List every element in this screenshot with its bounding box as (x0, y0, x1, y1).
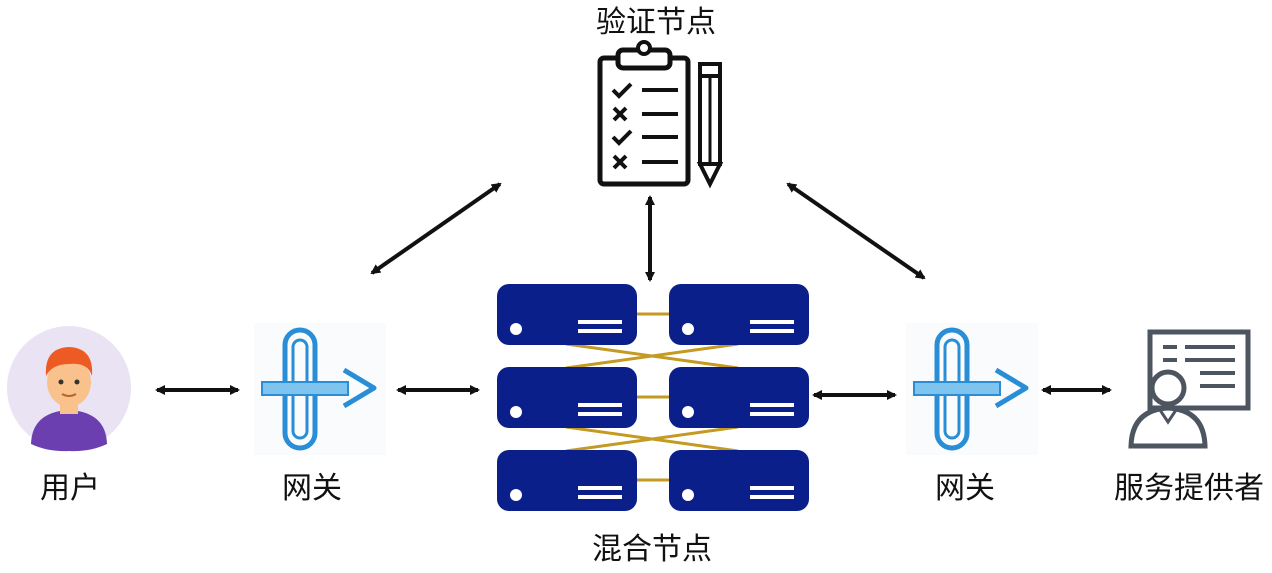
arrow-verifier-gateway-right (786, 182, 926, 280)
server-icon (497, 450, 637, 511)
verifier-node-label: 验证节点 (596, 5, 716, 40)
server-icon (669, 367, 809, 428)
server-icon (669, 450, 809, 511)
mix-node-label: 混合节点 (592, 532, 712, 567)
service-provider-label: 服务提供者 (1114, 471, 1264, 506)
pencil-icon (696, 62, 724, 189)
server-icon (669, 284, 809, 345)
gateway-icon (254, 323, 386, 455)
user-label: 用户 (40, 471, 100, 506)
gateway-icon (906, 323, 1038, 455)
server-icon (497, 367, 637, 428)
server-icon (497, 284, 637, 345)
connection-arrows (155, 182, 1112, 400)
user-avatar-icon (7, 326, 131, 452)
gateway-left-label: 网关 (282, 471, 342, 506)
gateway-right-label: 网关 (935, 471, 995, 506)
provider-document-icon (1128, 329, 1251, 449)
clipboard-checklist-icon (597, 40, 691, 187)
arrow-verifier-gateway-left (370, 182, 502, 275)
mixnet-links (565, 312, 739, 482)
